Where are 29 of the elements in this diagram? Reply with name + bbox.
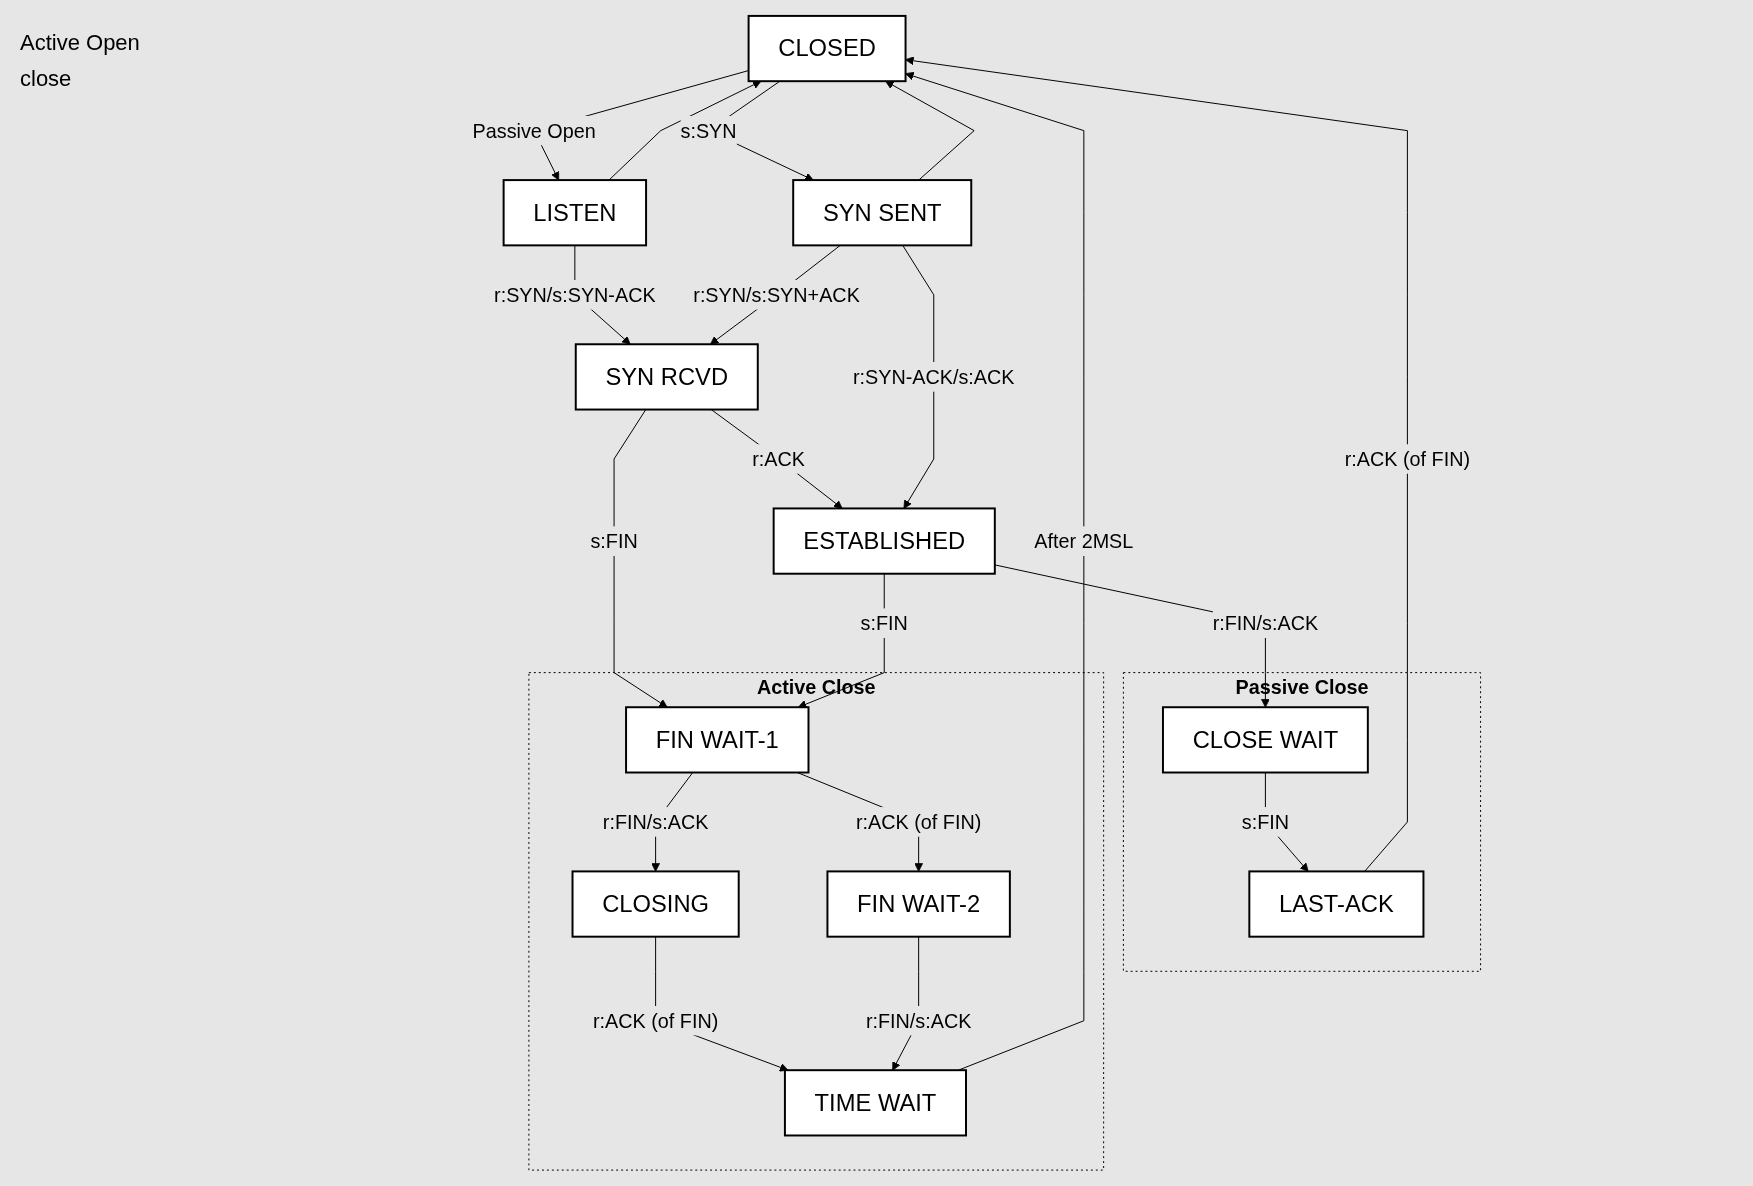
node-box: SYN RCVD [574,343,759,411]
edge-label: After 2MSL [1034,530,1134,552]
edge-label: s:FIN [590,530,638,552]
note-text: close [20,66,73,92]
node-box: SYN SENT [792,179,973,247]
node-box: FIN WAIT-2 [826,870,1011,938]
note-text: Active Open [20,30,141,56]
edge-label: r:ACK (of FIN) [855,811,982,833]
edge-label: Passive Open [472,119,596,142]
node-box: LISTEN [502,179,647,247]
node-box: CLOSED [747,14,907,83]
edge-label: r:SYN-ACK/s:ACK [852,366,1015,388]
edge-label: r:FIN/s:ACK [865,1009,972,1032]
edge-label: r:FIN/s:ACK [602,811,709,833]
edge-label: s:FIN [860,612,908,635]
edge-label: r:ACK [752,448,805,470]
node-box: TIME WAIT [783,1069,967,1137]
edge-label: r:SYN/s:SYN-ACK [493,283,656,306]
edge-label: r:FIN/s:ACK [1212,612,1319,635]
edge-label: s:FIN [1241,811,1289,833]
edge-label: r:ACK (of FIN) [1344,448,1470,470]
node-box: CLOSING [571,870,740,938]
edge-label: r:ACK (of FIN) [592,1009,719,1032]
edge-label: r:SYN/s:SYN+ACK [693,283,860,306]
node-box: ESTABLISHED [772,507,996,575]
node-box: CLOSE WAIT [1161,706,1369,774]
edge-label: s:SYN [680,119,737,142]
node-box: FIN WAIT-1 [625,706,810,774]
node-box: LAST-ACK [1248,870,1425,938]
